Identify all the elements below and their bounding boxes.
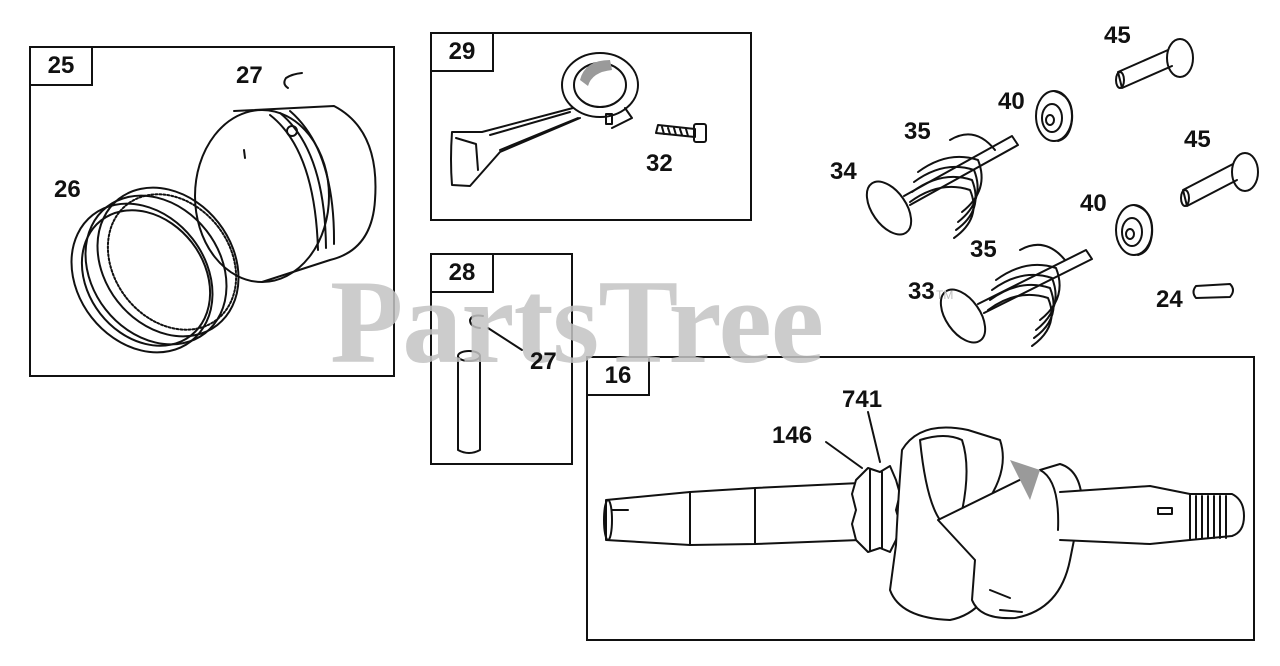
callout-34-valve: 34 [830,158,857,185]
piston-pin-group-number: 28 [430,253,494,293]
valve-key-drawing [1192,283,1234,299]
callout-33-valve: 33 [908,278,935,305]
callout-40-retainer-lower: 40 [1080,190,1107,217]
shading [580,60,1040,500]
rod-bolt-drawing [655,123,707,143]
callout-26-rings: 26 [54,176,81,203]
callout-45-tappet-upper: 45 [1104,22,1131,49]
callout-40-retainer-upper: 40 [998,88,1025,115]
piston-pin-group-box: 28 [430,253,573,465]
crankshaft-drawing [603,426,1245,621]
callout-35-spring-lower: 35 [970,236,997,263]
piston-lock-top [283,72,303,89]
callout-32-bolt: 32 [646,150,673,177]
callout-27-lock-pin: 27 [530,348,557,375]
tappet-upper-drawing [1115,38,1194,89]
connecting-rod-drawing [450,52,639,187]
valve-intake-drawing [939,243,1093,347]
callout-45-tappet-lower: 45 [1184,126,1211,153]
piston-group-number: 25 [29,46,93,86]
watermark-logo: PartsTree [330,255,824,388]
callout-741-gear-key: 741 [842,386,883,413]
tappet-lower-drawing [1180,152,1259,207]
spring-retainer-lower-drawing [1115,204,1154,256]
piston-pin-drawing [457,350,481,454]
watermark-trademark: TM [936,288,954,302]
callout-27-lock-top: 27 [236,62,263,89]
callout-35-spring-upper: 35 [904,118,931,145]
callout-146-gear: 146 [772,422,813,449]
piston-rings-drawing [70,186,240,354]
crankshaft-group-number: 16 [586,356,650,396]
callout-24-key: 24 [1156,286,1183,313]
piston-pin-lock [469,314,484,329]
spring-retainer-upper-drawing [1035,90,1074,142]
valve-exhaust-drawing [865,133,1019,239]
connecting-rod-group-number: 29 [430,32,494,72]
